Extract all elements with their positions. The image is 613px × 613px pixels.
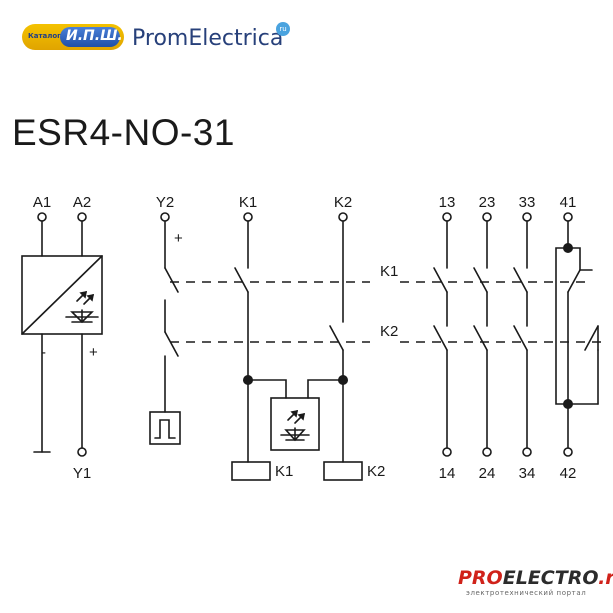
terminal-41-label: 41 [560, 194, 577, 211]
terminal-34-label: 34 [519, 465, 536, 482]
terminal-24-label: 24 [479, 465, 496, 482]
terminal-y1-label: Y1 [73, 465, 91, 482]
k1-linkage-label: K1 [380, 263, 398, 280]
footer-ru: .ru [598, 567, 613, 589]
brand-ru-badge: ru [276, 22, 290, 36]
k2-linkage-label: K2 [380, 323, 398, 340]
logo-main-text: И.П.Ш. [66, 28, 123, 44]
output-contact-33-34 [513, 212, 532, 457]
power-supply-block [21, 212, 103, 457]
logo-small-text: Каталог [28, 32, 61, 40]
k2-coil [323, 461, 363, 481]
y2-circuit [149, 212, 181, 445]
footer-pro: PRO [458, 567, 503, 589]
k1-contact-column [234, 212, 253, 463]
terminal-13-label: 13 [439, 194, 456, 211]
terminal-14-label: 14 [439, 465, 456, 482]
mechanical-linkages [170, 281, 604, 343]
terminal-23-label: 23 [479, 194, 496, 211]
supply-minus-sign: - [41, 344, 46, 361]
nc-contact-41-42 [555, 212, 599, 457]
terminal-k1-label: K1 [239, 194, 257, 211]
k1-coil [231, 461, 271, 481]
catalog-logo[interactable]: Каталог И.П.Ш. [22, 24, 124, 50]
page-title: ESR4-NO-31 [12, 112, 235, 153]
logo-badge: И.П.Ш. [60, 27, 123, 47]
k2-contact-column [329, 212, 348, 463]
status-led-block [247, 379, 344, 451]
k1-coil-label: K1 [275, 463, 293, 480]
k2-coil-label: K2 [367, 463, 385, 480]
terminal-42-label: 42 [560, 465, 577, 482]
terminal-33-label: 33 [519, 194, 536, 211]
junction-dots [243, 243, 573, 409]
brand-name[interactable]: PromElectrica [132, 26, 284, 51]
supply-diode-icon [65, 290, 99, 324]
y2-plus-sign: + [174, 230, 183, 247]
terminal-a2-label: A2 [73, 194, 91, 211]
terminal-y2-label: Y2 [156, 194, 174, 211]
footer-subtitle: электротехнический портал [466, 589, 587, 597]
footer-electro: ELECTRO [502, 567, 599, 589]
terminal-a1-label: A1 [33, 194, 51, 211]
terminal-k2-label: K2 [334, 194, 352, 211]
output-contact-13-14 [433, 212, 452, 457]
supply-plus-sign: + [89, 344, 98, 361]
output-contact-23-24 [473, 212, 492, 457]
footer-logo[interactable]: PROELECTRO.ru [458, 567, 613, 589]
